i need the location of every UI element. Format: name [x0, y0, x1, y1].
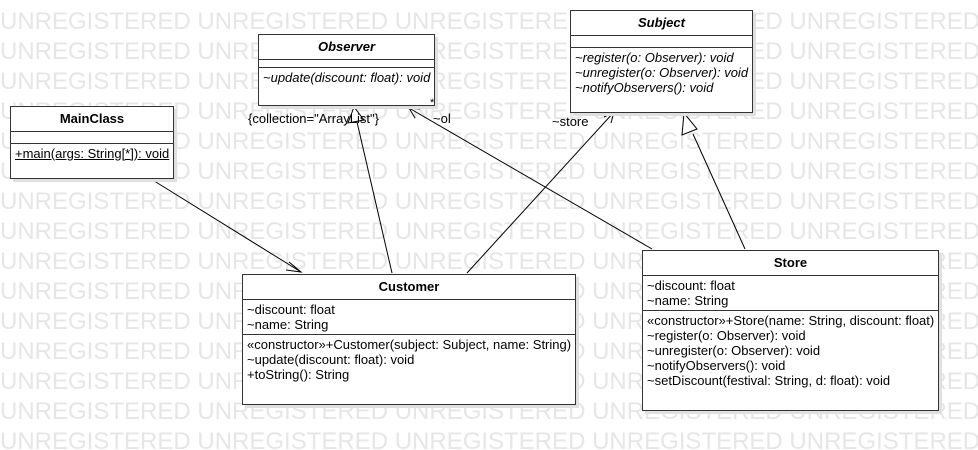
- subject-operation: ~notifyObservers(): void: [575, 80, 714, 95]
- subject-operations: ~register(o: Observer): void ~unregister…: [571, 48, 752, 97]
- subject-class-name: Subject: [571, 11, 752, 36]
- ol-role-label: ~ol: [433, 111, 451, 126]
- customer-operation: «constructor»+Customer(subject: Subject,…: [247, 337, 572, 352]
- store-attributes: ~discount: float ~name: String: [643, 276, 938, 311]
- customer-attribute: ~name: String: [247, 317, 329, 332]
- store-observer-association: [408, 107, 653, 250]
- subject-class[interactable]: Subject ~register(o: Observer): void ~un…: [570, 10, 753, 113]
- customer-observer-generalization: [356, 121, 393, 274]
- customer-subject-association: [466, 111, 615, 274]
- customer-class[interactable]: Customer ~discount: float ~name: String …: [242, 274, 576, 405]
- store-operation: ~notifyObservers(): void: [647, 358, 786, 373]
- store-class-name: Store: [643, 251, 938, 276]
- observer-attributes: [259, 60, 434, 68]
- observer-class[interactable]: Observer ~update(discount: float): void: [258, 34, 435, 106]
- subject-operation: ~unregister(o: Observer): void: [575, 65, 749, 80]
- customer-attributes: ~discount: float ~name: String: [243, 300, 575, 335]
- customer-operation: ~update(discount: float): void: [247, 352, 415, 367]
- observer-operations: ~update(discount: float): void: [259, 68, 434, 87]
- subject-generalization-triangle: [681, 111, 698, 136]
- collection-constraint-label: {collection="ArrayList"}: [248, 111, 379, 126]
- customer-operations: «constructor»+Customer(subject: Subject,…: [243, 335, 575, 384]
- store-attribute: ~discount: float: [647, 278, 735, 293]
- observer-operation: ~update(discount: float): void: [263, 70, 431, 85]
- mainclass-class-name: MainClass: [11, 107, 173, 132]
- store-operation: ~register(o: Observer): void: [647, 328, 806, 343]
- mainclass-operation: +main(args: String[*]): void: [15, 146, 170, 161]
- observer-class-name: Observer: [259, 35, 434, 60]
- observer-generalization-triangle: [347, 105, 365, 124]
- mainclass-attributes: [11, 132, 173, 144]
- mainclass-class[interactable]: MainClass +main(args: String[*]): void: [10, 106, 174, 179]
- store-subject-generalization: [692, 133, 746, 250]
- store-operations: «constructor»+Store(name: String, discou…: [643, 311, 938, 390]
- mainclass-operations: +main(args: String[*]): void: [11, 144, 173, 163]
- subject-operation: ~register(o: Observer): void: [575, 50, 734, 65]
- customer-attribute: ~discount: float: [247, 302, 335, 317]
- mainclass-customer-association: [150, 178, 302, 273]
- subject-attributes: [571, 36, 752, 48]
- customer-operation: +toString(): String: [247, 367, 350, 382]
- ol-multiplicity-label: *: [430, 97, 435, 109]
- customer-class-name: Customer: [243, 275, 575, 300]
- store-class[interactable]: Store ~discount: float ~name: String «co…: [642, 250, 939, 411]
- store-operation: ~unregister(o: Observer): void: [647, 343, 821, 358]
- store-observer-arrowhead: [408, 107, 421, 119]
- store-operation: «constructor»+Store(name: String, discou…: [647, 313, 935, 328]
- store-attribute: ~name: String: [647, 293, 729, 308]
- store-role-label: ~store: [552, 114, 589, 129]
- store-operation: ~setDiscount(festival: String, d: float)…: [647, 373, 891, 388]
- mainclass-customer-arrowhead: [285, 261, 303, 273]
